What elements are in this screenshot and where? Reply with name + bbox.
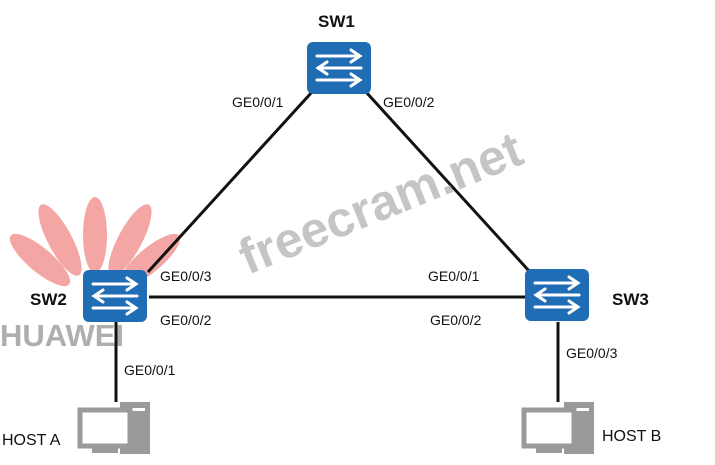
port-label: GE0/0/2 — [383, 94, 435, 110]
port-label: GE0/0/3 — [160, 268, 212, 284]
host-a-label: HOST A — [2, 432, 61, 449]
links — [114, 90, 560, 402]
sw3-label: SW3 — [612, 290, 649, 309]
sw2-icon — [83, 270, 147, 322]
sw1-label: SW1 — [318, 12, 355, 31]
host-a-icon — [77, 402, 150, 454]
host-b-icon — [521, 402, 594, 454]
port-label: GE0/0/2 — [430, 312, 482, 328]
huawei-wordmark-watermark: HUAWEI — [0, 318, 124, 353]
port-label: GE0/0/1 — [124, 362, 176, 378]
link-sw1-sw3 — [364, 90, 532, 274]
port-label: GE0/0/1 — [428, 268, 480, 284]
sw3-icon — [525, 269, 589, 321]
port-label: GE0/0/3 — [566, 345, 618, 361]
port-label: GE0/0/1 — [232, 94, 284, 110]
link-sw1-sw2 — [146, 90, 314, 274]
port-label: GE0/0/2 — [160, 312, 212, 328]
sw1-icon — [307, 42, 371, 94]
sw2-label: SW2 — [30, 290, 67, 309]
host-b-label: HOST B — [602, 428, 662, 445]
